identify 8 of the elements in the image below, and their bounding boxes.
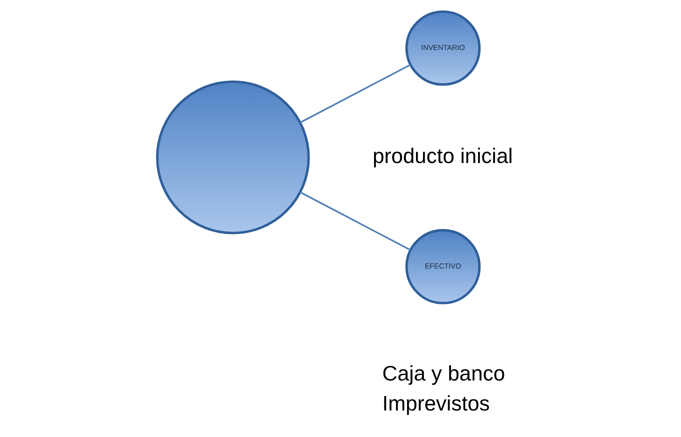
node-label: Imprevistos <box>382 392 490 416</box>
node-circle <box>156 80 310 234</box>
node-circle: INVENTARIO <box>404 10 480 86</box>
connector <box>299 192 410 251</box>
node-label: producto inicial <box>372 144 512 168</box>
node-label: Caja y banco <box>382 362 505 386</box>
connector <box>299 64 410 124</box>
node-circle: EFECTIVO <box>404 229 480 304</box>
